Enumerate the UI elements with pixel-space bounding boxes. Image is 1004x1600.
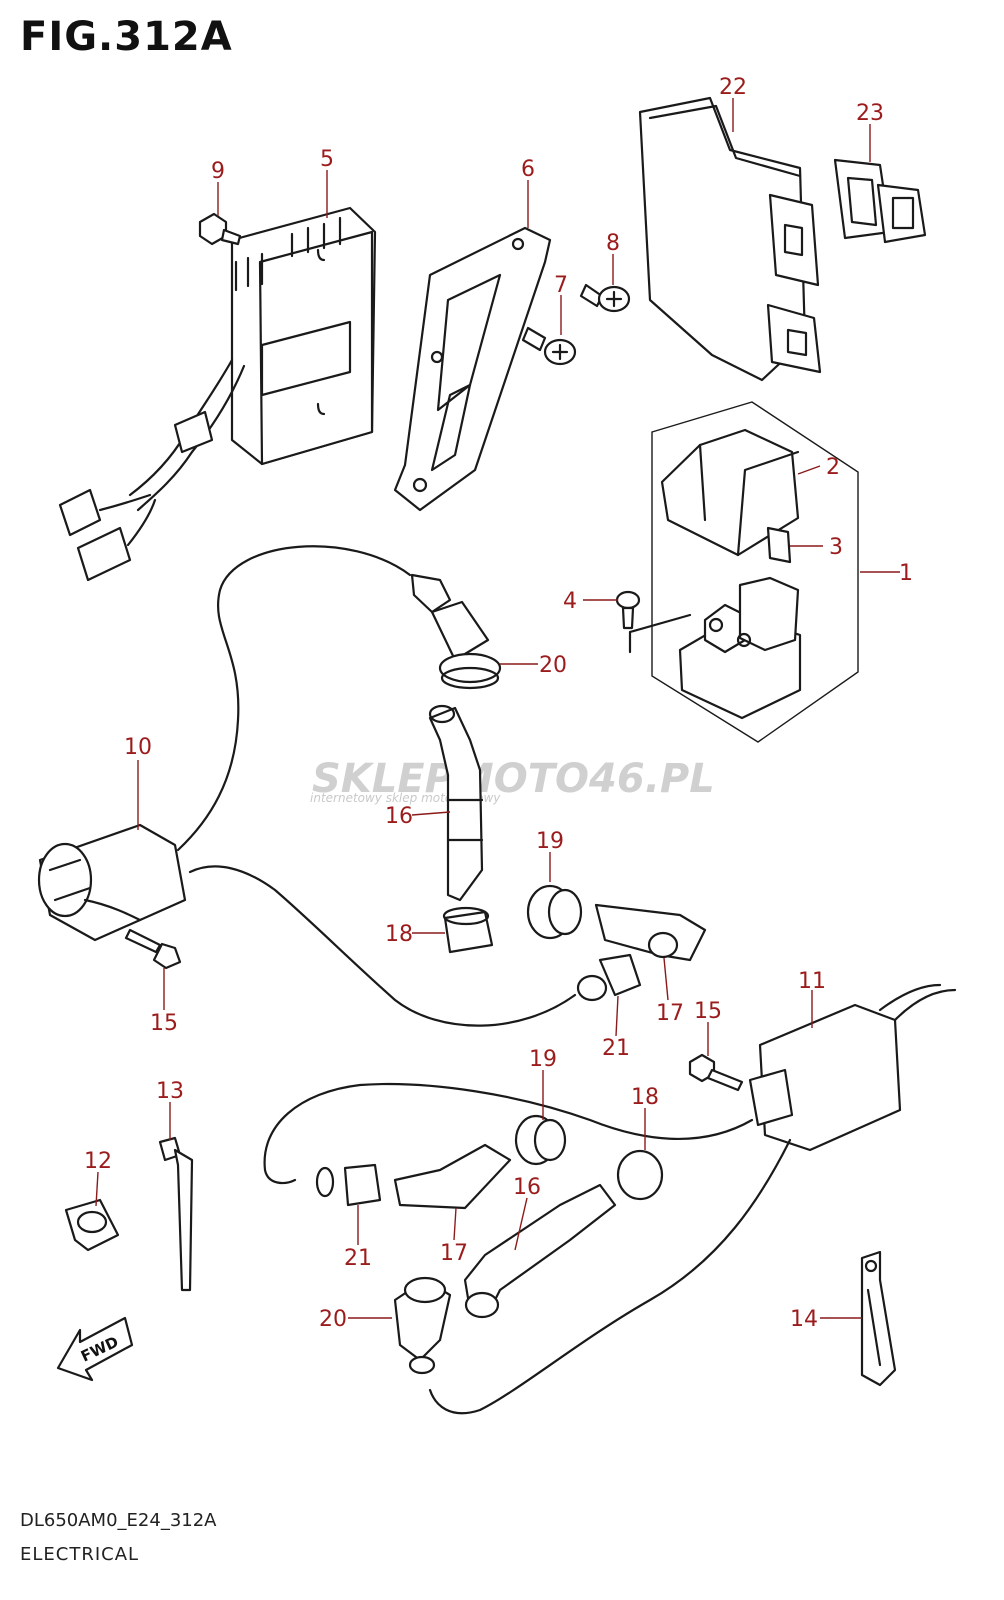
part-4-screw (615, 590, 641, 630)
figure-title: FIG.312A (20, 14, 233, 60)
fwd-arrow-icon: FWD (56, 1316, 134, 1382)
callout-13: 13 (156, 1079, 184, 1104)
callout-7: 7 (554, 273, 568, 298)
leader-lines (95, 98, 900, 1319)
callout-12: 12 (84, 1149, 112, 1174)
part-1-relay-assembly (628, 401, 859, 743)
part-18-seal-upper (442, 906, 494, 954)
callout-16-lower: 16 (513, 1175, 541, 1200)
part-12-clamp (64, 1198, 120, 1252)
part-20-cap-upper (410, 573, 502, 690)
part-20-cap-lower (393, 1276, 452, 1375)
callout-23: 23 (856, 101, 884, 126)
callout-6: 6 (521, 157, 535, 182)
part-21-grommet-lower (315, 1163, 382, 1207)
callout-18-lower: 18 (631, 1085, 659, 1110)
callouts: 9 5 6 8 7 22 23 2 3 1 4 20 10 16 19 18 1… (84, 75, 913, 1332)
part-10-ignition-coil (37, 545, 577, 1027)
callout-20-upper: 20 (539, 653, 567, 678)
callout-1: 1 (899, 561, 913, 586)
part-19-seal-upper (526, 884, 583, 940)
callout-21-upper: 21 (602, 1036, 630, 1061)
part-7-screw (521, 326, 577, 366)
diagram-code: DL650AM0_E24_312A (20, 1510, 217, 1531)
callout-19-lower: 19 (529, 1047, 557, 1072)
part-5-regulator (58, 206, 377, 582)
part-22-ecm (638, 96, 822, 382)
part-18-seal-lower (616, 1149, 664, 1201)
part-23-coupler (833, 158, 927, 244)
callout-5: 5 (320, 147, 334, 172)
callout-22: 22 (719, 75, 747, 100)
part-17-cap-upper (594, 903, 707, 962)
callout-17-upper: 17 (656, 1001, 684, 1026)
callout-10: 10 (124, 735, 152, 760)
callout-18-upper: 18 (385, 922, 413, 947)
part-14-clamp (860, 1250, 897, 1387)
callout-16-upper: 16 (385, 804, 413, 829)
watermark-brand: SKLEPMOTO46.PL (312, 756, 715, 802)
part-15-bolt-lower (688, 1053, 744, 1092)
callout-9: 9 (211, 159, 225, 184)
part-8-screw (579, 283, 631, 313)
callout-4: 4 (563, 589, 577, 614)
callout-2: 2 (826, 455, 840, 480)
callout-20-lower: 20 (319, 1307, 347, 1332)
part-19-seal-lower (514, 1114, 567, 1166)
watermark: SKLEPMOTO46.PL internetowy sklep motocyk… (310, 756, 715, 805)
callout-17-lower: 17 (440, 1241, 468, 1266)
callout-21-lower: 21 (344, 1246, 372, 1271)
callout-14: 14 (790, 1307, 818, 1332)
callout-15-upper: 15 (150, 1011, 178, 1036)
callout-3: 3 (829, 535, 843, 560)
part-16-plug-cap-lower (463, 1183, 617, 1319)
callout-8: 8 (606, 231, 620, 256)
part-11-ignition-coil (263, 983, 957, 1415)
part-21-grommet-upper (576, 953, 642, 1002)
callout-11: 11 (798, 969, 826, 994)
part-17-cap-lower (393, 1143, 512, 1210)
part-16-plug-cap-upper (428, 704, 484, 902)
callout-19-upper: 19 (536, 829, 564, 854)
part-13-cable-tie (158, 1136, 194, 1292)
part-6-bracket (393, 226, 552, 512)
part-9-bolt (198, 212, 242, 246)
diagram-caption: ELECTRICAL (20, 1544, 140, 1565)
callout-15-lower: 15 (694, 999, 722, 1024)
